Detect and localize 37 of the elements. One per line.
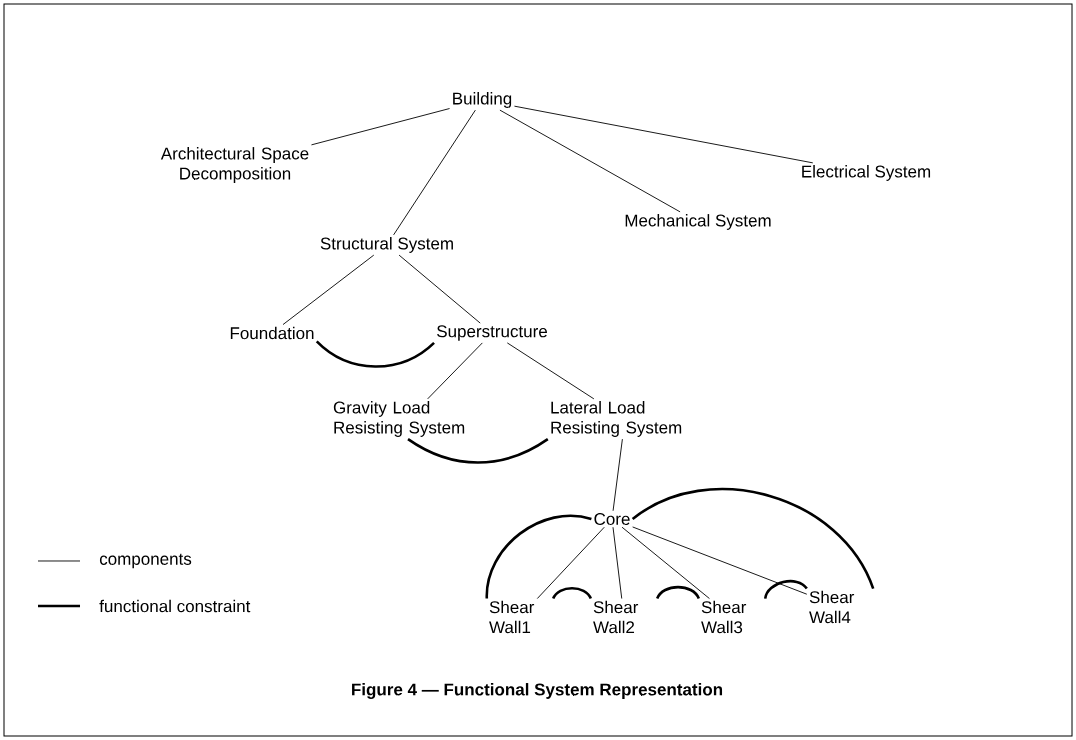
node-label: Gravity Load Resisting System <box>333 401 465 437</box>
constraint-arc <box>407 438 549 464</box>
component-line <box>506 342 595 400</box>
component-line <box>612 438 623 512</box>
constraint-arc <box>631 487 875 590</box>
node-label: Shear Wall4 <box>809 590 855 624</box>
node-label: Architectural Space Decomposition <box>160 147 309 183</box>
constraint-arc <box>763 579 808 599</box>
node-label: Foundation <box>230 326 314 340</box>
component-line <box>536 526 605 599</box>
component-line <box>514 105 814 164</box>
constraint-arc <box>315 340 435 368</box>
component-line <box>621 526 710 599</box>
node-label: Core <box>594 513 630 525</box>
node-label: Building <box>453 92 512 108</box>
node-label: Mechanical System <box>625 214 771 230</box>
node-label: Shear Wall2 <box>593 600 639 634</box>
constraint-arc <box>656 585 700 600</box>
component-line <box>393 109 476 236</box>
component-line <box>427 342 483 400</box>
node-label: Lateral Load Resisting System <box>551 401 682 437</box>
node-label: Shear Wall1 <box>489 600 535 634</box>
caption: Figure 4 — Functional System Representation <box>352 683 723 699</box>
node-label: Superstructure <box>437 325 547 341</box>
legend-label: functional constraint <box>99 599 251 613</box>
component-line <box>311 108 450 146</box>
component-line <box>282 254 375 325</box>
legend-label: components <box>99 553 192 569</box>
component-line <box>398 254 481 324</box>
component-line <box>632 526 808 595</box>
constraint-arc <box>485 514 592 599</box>
node-label: Structural System <box>320 237 453 253</box>
component-line <box>612 526 623 599</box>
node-label: Shear Wall3 <box>701 600 747 634</box>
component-line <box>499 109 681 213</box>
node-label: Electrical System <box>802 165 931 181</box>
constraint-arc <box>552 586 592 600</box>
